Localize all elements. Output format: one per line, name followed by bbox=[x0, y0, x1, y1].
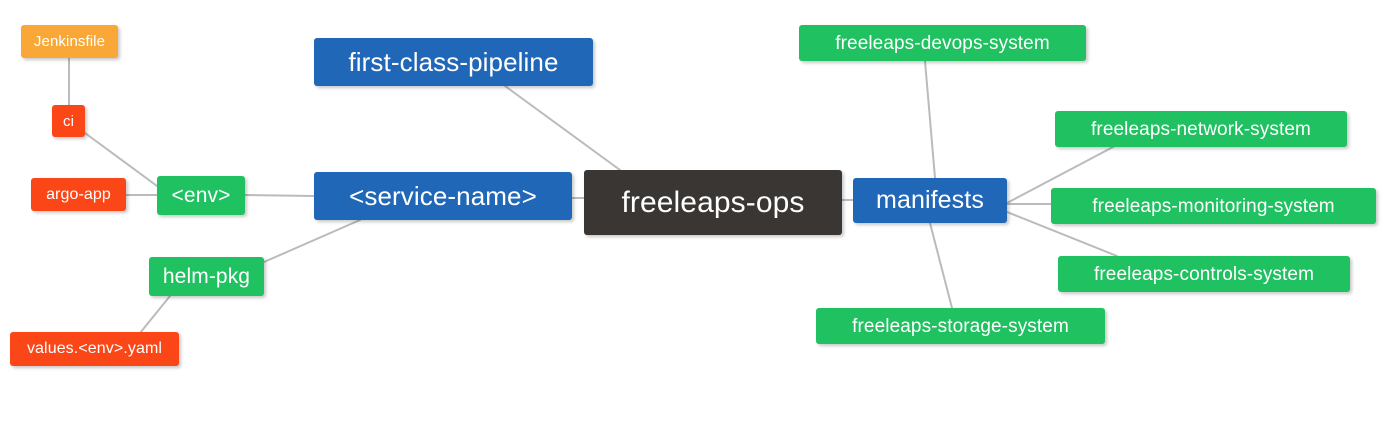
edge-manifests-to-freeleaps-devops-system bbox=[924, 60, 936, 179]
node-freeleaps-storage-system[interactable]: freeleaps-storage-system bbox=[816, 308, 1105, 344]
node-ci[interactable]: ci bbox=[52, 105, 85, 137]
node-label-first-class-pipeline: first-class-pipeline bbox=[348, 47, 559, 77]
node-label-jenkinsfile: Jenkinsfile bbox=[33, 33, 106, 50]
node-manifests[interactable]: manifests bbox=[853, 178, 1007, 223]
node-label-values-yaml: values.<env>.yaml bbox=[26, 340, 163, 357]
node-label-freeleaps-devops-system: freeleaps-devops-system bbox=[835, 32, 1050, 54]
node-env[interactable]: <env> bbox=[157, 176, 245, 215]
node-helm-pkg[interactable]: helm-pkg bbox=[149, 257, 264, 296]
node-label-helm-pkg: helm-pkg bbox=[162, 265, 251, 288]
edge-first-class-pipeline-to-freeleaps-ops bbox=[504, 85, 621, 171]
node-freeleaps-devops-system[interactable]: freeleaps-devops-system bbox=[799, 25, 1086, 61]
node-label-ci: ci bbox=[62, 112, 75, 130]
edge-manifests-to-freeleaps-storage-system bbox=[929, 222, 953, 309]
node-label-freeleaps-network-system: freeleaps-network-system bbox=[1091, 118, 1311, 140]
node-label-service-name: <service-name> bbox=[349, 181, 537, 211]
node-label-freeleaps-ops: freeleaps-ops bbox=[621, 185, 805, 219]
node-label-freeleaps-controls-system: freeleaps-controls-system bbox=[1093, 263, 1315, 285]
node-label-argo-app: argo-app bbox=[46, 185, 111, 203]
node-freeleaps-ops[interactable]: freeleaps-ops bbox=[584, 170, 842, 235]
edge-helm-pkg-to-values-yaml bbox=[139, 295, 171, 334]
edge-env-to-service-name bbox=[244, 194, 315, 197]
node-freeleaps-controls-system[interactable]: freeleaps-controls-system bbox=[1058, 256, 1350, 292]
node-argo-app[interactable]: argo-app bbox=[31, 178, 126, 211]
node-first-class-pipeline[interactable]: first-class-pipeline bbox=[314, 38, 593, 86]
node-jenkinsfile[interactable]: Jenkinsfile bbox=[21, 25, 118, 58]
node-freeleaps-network-system[interactable]: freeleaps-network-system bbox=[1055, 111, 1347, 147]
node-freeleaps-monitoring-system[interactable]: freeleaps-monitoring-system bbox=[1051, 188, 1376, 224]
node-label-env: <env> bbox=[171, 184, 231, 207]
node-service-name[interactable]: <service-name> bbox=[314, 172, 572, 220]
node-label-freeleaps-monitoring-system: freeleaps-monitoring-system bbox=[1092, 195, 1335, 217]
node-label-freeleaps-storage-system: freeleaps-storage-system bbox=[852, 315, 1069, 337]
node-label-manifests: manifests bbox=[876, 186, 984, 214]
edge-service-name-to-helm-pkg bbox=[263, 219, 361, 263]
node-values-yaml[interactable]: values.<env>.yaml bbox=[10, 332, 179, 366]
